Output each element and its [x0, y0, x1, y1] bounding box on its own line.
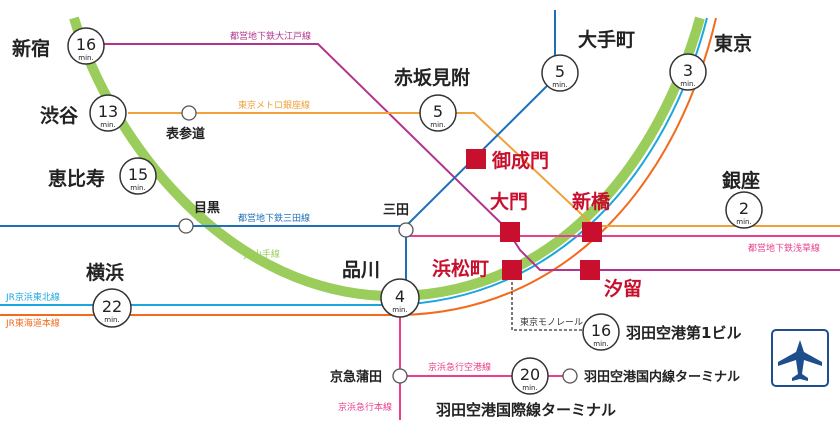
- station-name-haneda-international: 羽田空港国際線ターミナル: [436, 401, 616, 419]
- station-badge-shibuya: 13 min.: [89, 94, 127, 132]
- station-marker-meguro: [178, 218, 194, 234]
- svg-text:min.: min.: [552, 81, 567, 89]
- station-badge-shinagawa: 4 min.: [380, 278, 420, 318]
- station-name-keikyu-kamata: 京急蒲田: [330, 369, 382, 385]
- line-ginza: [128, 112, 840, 227]
- station-name-ginza: 銀座: [722, 169, 760, 192]
- station-badge-tokyo: 3 min.: [669, 53, 707, 91]
- svg-text:20: 20: [520, 365, 540, 384]
- svg-text:min.: min.: [593, 340, 608, 348]
- svg-text:5: 5: [433, 102, 443, 121]
- svg-text:min.: min.: [522, 384, 537, 392]
- svg-text:16: 16: [76, 35, 96, 54]
- svg-text:min.: min.: [736, 218, 751, 226]
- station-badge-ginza: 2 min.: [725, 191, 763, 229]
- label-tokaido-line: JR東海道本線: [5, 317, 60, 329]
- svg-text:5: 5: [555, 62, 565, 81]
- svg-text:min.: min.: [130, 184, 145, 192]
- station-name-daimon: 大門: [490, 190, 528, 213]
- station-name-haneda-t1: 羽田空港第1ビル: [626, 324, 741, 342]
- marker-shimbashi: [582, 222, 602, 242]
- station-badge-yokohama: 22 min.: [92, 288, 132, 328]
- station-name-meguro: 目黒: [194, 200, 220, 216]
- label-mita-line: 都営地下鉄三田線: [238, 212, 310, 224]
- marker-daimon: [500, 222, 520, 242]
- svg-text:2: 2: [739, 199, 749, 218]
- svg-text:15: 15: [128, 165, 148, 184]
- marker-shiodome: [580, 260, 600, 280]
- station-marker-mita: [398, 222, 414, 238]
- station-name-shinjuku: 新宿: [12, 37, 50, 60]
- airplane-icon: [771, 329, 829, 387]
- station-marker-keikyu-kamata: [392, 368, 408, 384]
- svg-text:min.: min.: [680, 80, 695, 88]
- station-name-shinagawa: 品川: [342, 259, 380, 281]
- marker-hamamatsucho: [502, 260, 522, 280]
- svg-text:13: 13: [98, 102, 118, 121]
- station-badge-haneda-international: 20 min.: [511, 357, 549, 395]
- station-name-tokyo: 東京: [714, 32, 752, 55]
- station-badge-shinjuku: 16 min.: [67, 27, 105, 65]
- svg-text:min.: min.: [392, 306, 407, 314]
- svg-text:22: 22: [102, 297, 122, 316]
- svg-text:min.: min.: [100, 121, 115, 129]
- label-oedo-line: 都営地下鉄大江戸線: [230, 30, 311, 42]
- label-ginza-line: 東京メトロ銀座線: [238, 99, 310, 111]
- station-name-akasaka-mitsuke: 赤坂見附: [394, 66, 470, 89]
- station-name-onarimon: 御成門: [491, 149, 549, 172]
- label-keihin-tohoku-line: JR京浜東北線: [5, 291, 60, 303]
- label-yamanote-line: JR山手線: [243, 248, 280, 260]
- label-keikyu-main-line: 京浜急行本線: [338, 401, 392, 413]
- svg-text:4: 4: [395, 287, 405, 306]
- station-name-haneda-domestic: 羽田空港国内線ターミナル: [584, 369, 740, 385]
- station-name-otemachi: 大手町: [578, 28, 635, 51]
- station-name-hamamatsucho: 浜松町: [432, 257, 489, 280]
- station-name-yokohama: 横浜: [86, 261, 124, 284]
- label-keikyu-airport-line: 京浜急行空港線: [428, 361, 491, 373]
- station-marker-omotesando: [181, 105, 197, 121]
- station-name-omotesando: 表参道: [165, 126, 205, 142]
- station-badge-akasaka-mitsuke: 5 min.: [419, 94, 457, 132]
- svg-text:16: 16: [591, 321, 611, 340]
- station-badge-haneda-t1: 16 min.: [582, 313, 620, 351]
- svg-text:min.: min.: [430, 121, 445, 129]
- station-name-shimbashi: 新橋: [572, 190, 611, 213]
- line-yamanote: [69, 16, 705, 302]
- station-name-ebisu: 恵比寿: [48, 167, 105, 190]
- svg-text:min.: min.: [104, 316, 119, 324]
- svg-text:min.: min.: [78, 54, 93, 62]
- station-name-shibuya: 渋谷: [40, 104, 79, 127]
- label-asakusa-line: 都営地下鉄浅草線: [748, 242, 820, 254]
- label-monorail-line: 東京モノレール: [520, 316, 583, 328]
- station-badge-otemachi: 5 min.: [541, 54, 579, 92]
- line-monorail: [511, 272, 600, 331]
- marker-onarimon: [466, 149, 486, 169]
- station-name-shiodome: 汐留: [604, 277, 642, 300]
- station-badge-ebisu: 15 min.: [119, 157, 157, 195]
- station-name-mita: 三田: [383, 203, 409, 218]
- svg-text:3: 3: [683, 61, 693, 80]
- station-marker-haneda-domestic: [562, 368, 578, 384]
